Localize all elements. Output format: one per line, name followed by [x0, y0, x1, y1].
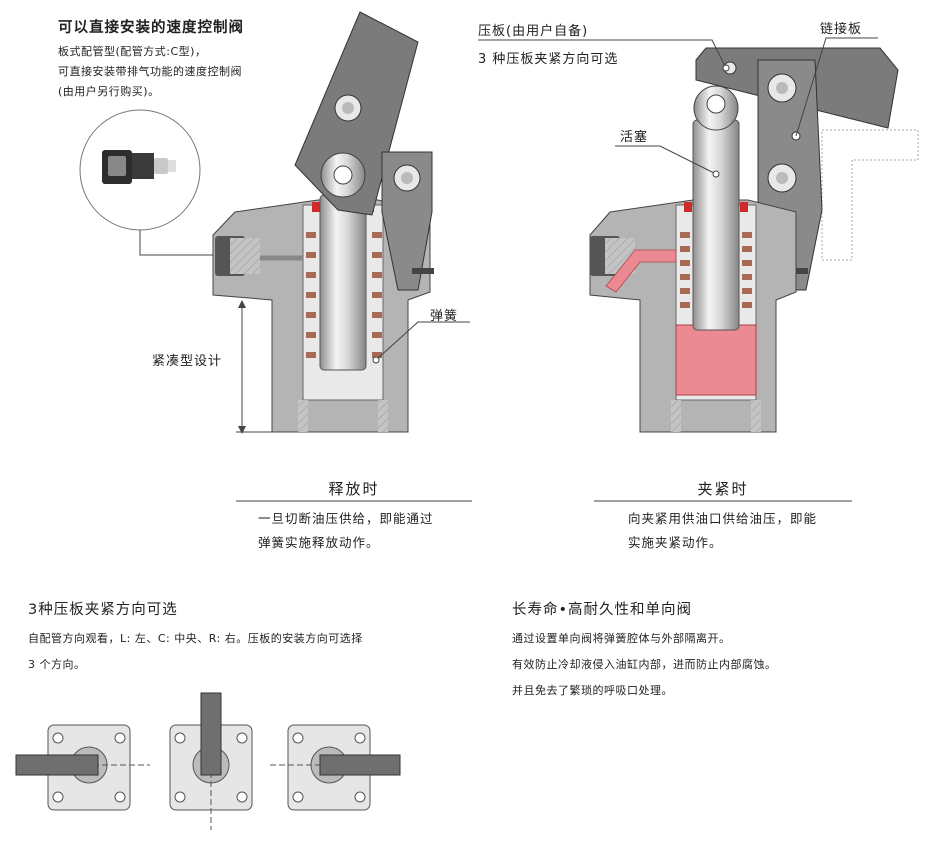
directions-line: 3 个方向。: [28, 658, 86, 671]
spring-coils: [306, 232, 382, 358]
longlife-line: 并且免去了繁琐的呼吸口处理。: [512, 684, 673, 697]
piston-rod: [319, 194, 367, 371]
pressure-plate-label: 压板(由用户自备): [478, 24, 589, 39]
release-line: 一旦切断油压供给，即能通过: [258, 511, 434, 526]
directions-line: 自配管方向观看，L: 左、C: 中央、R: 右。压板的安装方向可选择: [28, 632, 363, 645]
spring-label: 弹簧: [430, 309, 459, 324]
piston-label: 活塞: [620, 130, 649, 145]
link-plate-label: 链接板: [820, 22, 863, 37]
longlife-description: 通过设置单向阀将弹簧腔体与外部隔离开。 有效防止冷却液侵入油缸内部，进而防止内部…: [512, 626, 777, 704]
direction-R-figure: [270, 724, 401, 811]
valve-line: 板式配管型(配管方式:C型)，: [58, 45, 207, 58]
clamp-line: 向夹紧用供油口供给油压，即能: [628, 511, 818, 526]
longlife-line: 通过设置单向阀将弹簧腔体与外部隔离开。: [512, 632, 731, 645]
release-state-figure: [79, 11, 470, 434]
valve-description: 板式配管型(配管方式:C型)， 可直接安装带排气功能的速度控制阀 (由用户另行购…: [58, 42, 242, 102]
longlife-line: 有效防止冷却液侵入油缸内部，进而防止内部腐蚀。: [512, 658, 777, 671]
release-line: 弹簧实施释放动作。: [258, 535, 380, 550]
clamp-title: 夹紧时: [697, 480, 749, 498]
direction-L-figure: [15, 724, 150, 811]
compact-design-label: 紧凑型设计: [152, 354, 223, 369]
release-description: 一旦切断油压供给，即能通过 弹簧实施释放动作。: [258, 507, 434, 555]
valve-title: 可以直接安装的速度控制阀: [58, 20, 244, 36]
clamp-description: 向夹紧用供油口供给油压，即能 实施夹紧动作。: [628, 507, 817, 555]
clamp-line: 实施夹紧动作。: [628, 535, 723, 550]
directions-description: 自配管方向观看，L: 左、C: 中央、R: 右。压板的安装方向可选择 3 个方向…: [28, 626, 363, 678]
clamp-state-figure: [478, 37, 919, 433]
direction-C-figure: [169, 692, 253, 830]
speed-control-valve-icon: [102, 150, 176, 184]
directions-title: 3种压板夹紧方向可选: [28, 602, 178, 618]
valve-line: 可直接安装带排气功能的速度控制阀: [58, 65, 242, 78]
oil-chamber: [675, 324, 757, 396]
longlife-title: 长寿命•高耐久性和单向阀: [512, 602, 693, 618]
release-title: 释放时: [328, 480, 380, 498]
valve-line: (由用户另行购买)。: [58, 85, 160, 98]
clamp-directions-label: 3 种压板夹紧方向可选: [478, 52, 619, 67]
